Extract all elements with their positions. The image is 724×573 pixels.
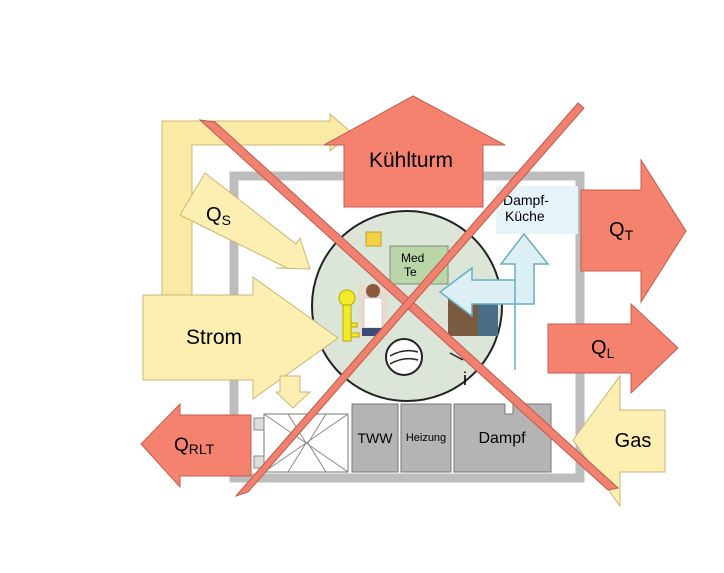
kuehlturm-label: Kühlturm [369,149,453,172]
lamp-square [365,231,382,247]
dampf-kueche-label-1: Dampf- [503,192,549,208]
heizung-block [400,403,452,473]
qt-arrow [580,158,687,304]
i-marker: i [463,369,467,389]
qt-label: QT [609,219,634,243]
key-icon [338,289,360,342]
heizung-label: Heizung [406,432,446,444]
cross-out-mark [198,102,620,498]
med-tech-label-1: Med [401,251,424,265]
dampf-label: Dampf [478,430,526,447]
med-tech-label-2: Te [404,265,417,279]
strom-branch-arrow [274,375,312,409]
qrlt-arrow [140,402,252,489]
ql-arrow [547,302,679,395]
ql-label: QL [591,337,615,361]
strom-arrow [142,276,339,400]
pointer-line [449,352,464,361]
tww-block [351,403,399,473]
tww-label: TWW [358,430,394,446]
qrlt-label: QRLT [174,435,215,457]
gas-label: Gas [615,430,652,452]
steam-arrow [438,232,550,370]
dampf-kueche-label-2: Küche [505,208,545,224]
strom-label: Strom [186,326,242,349]
dampf-kueche-box [496,186,578,234]
fan-icon [385,338,423,376]
qs-arrow [179,172,311,270]
qs-label: QS [206,204,231,228]
kuehlturm-arrow [323,95,506,208]
